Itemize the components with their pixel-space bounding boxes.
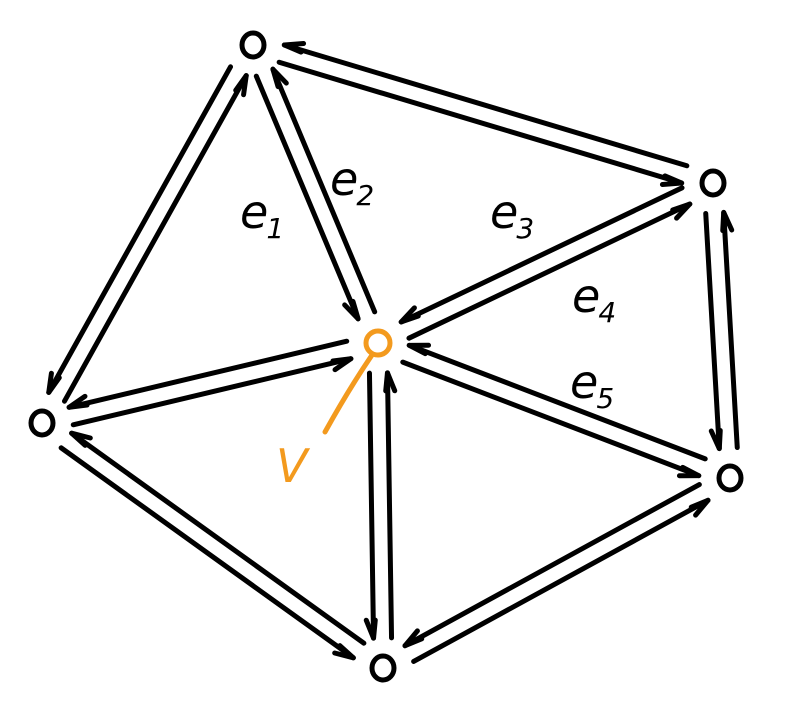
half-edge-center-to-left bbox=[66, 338, 350, 410]
half-edge-bot-to-br bbox=[411, 497, 711, 664]
arrowhead-bot-to-center bbox=[383, 370, 398, 394]
arrowhead-center-to-br bbox=[676, 464, 702, 479]
arrowhead-center-to-bot bbox=[363, 617, 378, 641]
arrowhead-top-to-left bbox=[46, 370, 62, 395]
arrowhead-top-to-center bbox=[342, 298, 361, 322]
half-edge-top-to-right bbox=[276, 59, 685, 186]
half-edge-left-to-bot bbox=[58, 445, 356, 661]
half-edge-bot-to-center bbox=[384, 370, 395, 641]
arrowhead-center-to-left bbox=[66, 393, 90, 410]
half-edge-center-to-right bbox=[406, 201, 693, 341]
half-edge-center-to-br bbox=[400, 359, 702, 479]
half-edge-br-to-center bbox=[406, 342, 708, 462]
half-edge-bot-to-left bbox=[69, 430, 367, 646]
vertex-center bbox=[363, 328, 393, 358]
arrowhead-bot-to-left bbox=[69, 430, 93, 448]
vertex-br bbox=[716, 463, 744, 493]
half-edges bbox=[46, 40, 740, 664]
vertex-top bbox=[239, 30, 267, 60]
half-edge-right-to-br bbox=[703, 210, 722, 452]
edge-label-e5: e5 bbox=[570, 355, 613, 415]
arrowhead-center-to-right bbox=[670, 201, 693, 221]
vertex-left bbox=[28, 408, 56, 438]
half-edge-center-to-bot bbox=[366, 370, 377, 641]
arrowhead-right-to-br bbox=[708, 427, 723, 452]
half-edge-left-to-top bbox=[61, 73, 249, 404]
edge-label-e3: e3 bbox=[490, 185, 533, 245]
vertex-right bbox=[699, 168, 727, 198]
half-edge-top-to-left bbox=[46, 64, 234, 395]
arrowhead-br-to-center bbox=[406, 342, 432, 357]
arrowhead-left-to-bot bbox=[332, 643, 356, 661]
vertex-bot bbox=[369, 653, 397, 683]
edge-label-e4: e4 bbox=[572, 269, 614, 329]
half-edge-right-to-center bbox=[398, 185, 685, 325]
half-edge-top-to-center bbox=[253, 73, 361, 322]
half-edge-right-to-top bbox=[281, 42, 690, 169]
arrowhead-br-to-bot bbox=[402, 628, 425, 649]
half-edge-br-to-bot bbox=[402, 482, 702, 649]
vertex-pointer-line bbox=[322, 352, 375, 435]
arrowhead-center-to-top bbox=[270, 66, 289, 90]
arrowhead-bot-to-br bbox=[688, 497, 711, 518]
arrowhead-right-to-top bbox=[281, 40, 307, 55]
arrowhead-top-to-right bbox=[659, 173, 685, 188]
vertex-label-v: V bbox=[276, 439, 311, 493]
edge-label-e2: e2 bbox=[330, 152, 373, 212]
edge-label-e1: e1 bbox=[240, 185, 282, 245]
arrowhead-left-to-center bbox=[330, 356, 354, 373]
arrowhead-br-to-right bbox=[720, 209, 735, 234]
half-edge-center-to-top bbox=[270, 66, 378, 315]
half-edge-left-to-center bbox=[70, 356, 354, 428]
arrowhead-right-to-center bbox=[398, 305, 421, 325]
arrowhead-left-to-top bbox=[233, 73, 249, 98]
half-edge-br-to-right bbox=[721, 209, 740, 451]
vertices bbox=[28, 30, 744, 683]
